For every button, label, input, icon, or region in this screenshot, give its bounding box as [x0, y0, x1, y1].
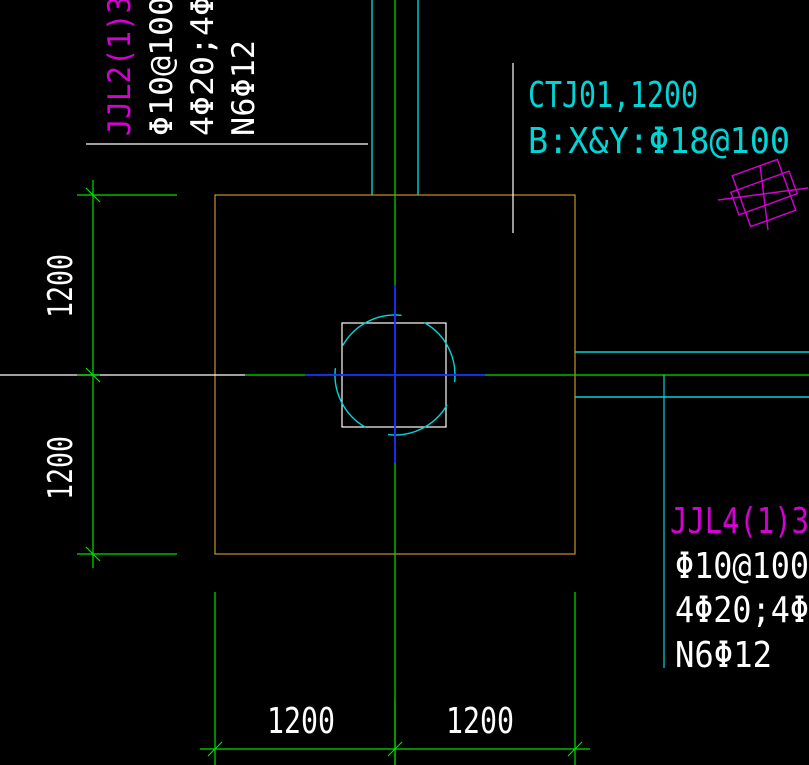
jjl2-bars: 4Φ20;4Φ [185, 0, 221, 136]
ctj-reinforcement: B:X&Y:Φ18@100 [528, 121, 790, 162]
jjl4-name: JJL4(1)3 [670, 501, 809, 542]
beam-jjl2-lines [371, 0, 419, 195]
jjl4-side-bars: N6Φ12 [675, 635, 772, 676]
pile-center-cross [305, 285, 485, 463]
dim-left-upper: 1200 [41, 254, 81, 318]
jjl2-stirrups: Φ10@100 [144, 0, 180, 136]
beam-jjl4-lines [575, 351, 809, 398]
jjl4-stirrups: Φ10@100 [675, 546, 809, 587]
jjl4-bars: 4Φ20;4Φ [675, 590, 809, 631]
ctj-name: CTJ01,1200 [528, 75, 698, 116]
jjl2-side-bars: N6Φ12 [226, 40, 262, 136]
jjl2-label-group: JJL2(1)3 Φ10@100 4Φ20;4Φ N6Φ12 [102, 0, 262, 136]
dim-left-lower: 1200 [41, 436, 81, 500]
jjl2-name: JJL2(1)3 [102, 0, 138, 136]
pile-cap-symbol-icon [717, 158, 809, 231]
bottom-dimension [200, 592, 590, 765]
left-dimension [77, 180, 177, 568]
pile-circle [334, 314, 456, 436]
dim-bottom-left: 1200 [267, 701, 335, 742]
dim-bottom-right: 1200 [446, 701, 514, 742]
